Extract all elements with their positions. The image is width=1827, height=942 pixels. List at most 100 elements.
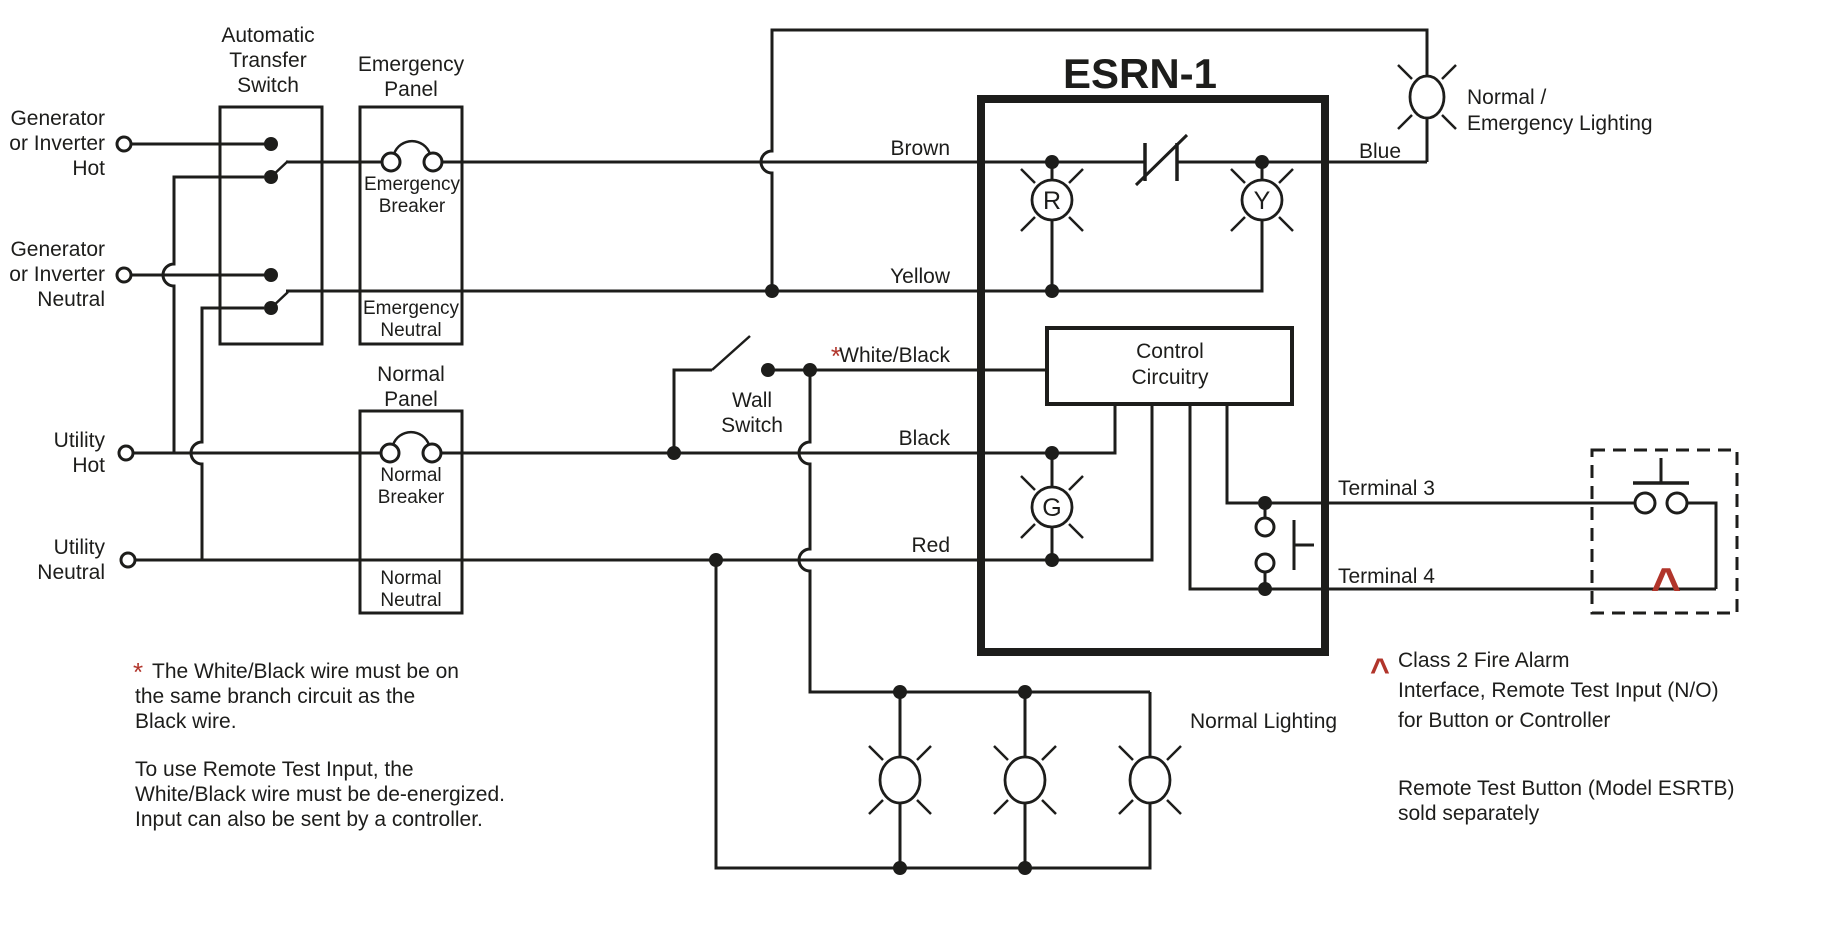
ats-hot-blade-icon [270, 160, 289, 178]
control-circuitry-box [1045, 326, 1294, 406]
generator-neutral-terminal-icon [115, 266, 133, 284]
esrn-box [977, 95, 1329, 656]
footnote-line: To use Remote Test Input, the [135, 758, 414, 781]
normal-panel-title: Panel [384, 388, 438, 411]
footnote-star: * [133, 657, 143, 687]
utility-neutral-red-wire [135, 404, 1154, 562]
utility-hot-label: Utility [54, 429, 106, 452]
terminal4-wire: Terminal 4 [1265, 565, 1716, 591]
white-black-wire: * White/Black Black Red [768, 341, 1150, 694]
emergency-panel-box [358, 105, 464, 346]
footnotes: * The White/Black wire must be on the sa… [133, 657, 505, 831]
normal-emergency-lighting-label: Emergency Lighting [1467, 112, 1653, 135]
remote-test-note: Remote Test Button (Model ESRTB) sold se… [1398, 777, 1735, 825]
brown-wire: Brown [442, 137, 1427, 164]
normal-neutral-label: Neutral [380, 590, 441, 611]
footnote-line: the same branch circuit as the [135, 685, 415, 708]
green-lamp-icon: G [1020, 446, 1084, 567]
emergency-panel: Emergency Panel Emergency Breaker Emerge… [286, 53, 465, 346]
automatic-transfer-switch: Automatic Transfer Switch [218, 24, 324, 346]
utility-hot-terminal-icon [117, 444, 135, 462]
normal-breaker-label: Breaker [378, 487, 445, 508]
brown-wire-label: Brown [890, 137, 950, 160]
top-lighting-wire [759, 28, 1429, 298]
generator-hot-label: Generator [10, 107, 105, 130]
red-lamp-icon: R [1020, 155, 1084, 298]
wall-switch-label: Wall [732, 389, 772, 412]
terminal3-wire: Terminal 3 [1265, 477, 1635, 505]
generator-neutral-label: Generator [10, 238, 105, 261]
white-black-star: * [831, 341, 841, 371]
generator-hot-label: or Inverter [9, 132, 105, 155]
remote-test-note-line: Remote Test Button (Model ESRTB) [1398, 777, 1735, 800]
bank-lamp-icon [1118, 745, 1182, 815]
source-terminals: Generator or Inverter Hot Generator or I… [9, 107, 137, 584]
yellow-wire-label: Yellow [890, 265, 951, 288]
wall-switch: Wall Switch [667, 335, 783, 460]
utility-neutral-label: Neutral [37, 561, 105, 584]
control-circuitry-label: Circuitry [1132, 366, 1209, 389]
fire-alarm-note-line: Interface, Remote Test Input (N/O) [1398, 679, 1719, 702]
pushbutton-contact-icon [1665, 491, 1689, 515]
white-black-wire-label: White/Black [839, 344, 950, 367]
button-link-wire [1687, 501, 1718, 589]
utility-neutral-terminal-icon [119, 551, 137, 569]
emergency-breaker-arch-icon [392, 139, 432, 155]
pushbutton-contact-icon [1633, 491, 1657, 515]
green-lamp-letter: G [1042, 494, 1061, 522]
ats-box [218, 105, 324, 346]
yellow-lamp-letter: Y [1254, 187, 1271, 215]
generator-hot-label: Hot [72, 157, 105, 180]
utility-hot-label: Hot [72, 454, 105, 477]
bank-lamp-icon [993, 745, 1057, 815]
red-wire-label: Red [911, 534, 950, 557]
emergency-panel-title: Panel [384, 78, 438, 101]
terminal4-label: Terminal 4 [1338, 565, 1435, 588]
bank-lamp-icon [868, 745, 932, 815]
emergency-panel-title: Emergency [358, 53, 465, 76]
ats-neutral-blade-icon [270, 291, 289, 309]
remote-test-note-line: sold separately [1398, 802, 1540, 825]
normal-panel: Normal Panel Normal Breaker Normal Neutr… [358, 363, 464, 615]
normal-lighting-label: Normal Lighting [1190, 710, 1337, 733]
control-circuitry: Control Circuitry [1045, 326, 1294, 591]
ats-title: Transfer [229, 49, 306, 72]
normal-emergency-lamp-icon: Normal / Emergency Lighting [1397, 64, 1653, 135]
wall-switch-blade-icon [711, 335, 751, 371]
fire-alarm-note-line: Class 2 Fire Alarm [1398, 649, 1570, 672]
control-circuitry-label: Control [1136, 340, 1204, 363]
esrn-unit: ESRN-1 R Y [977, 50, 1716, 656]
normal-lighting-bank: Normal Lighting [709, 553, 1337, 875]
fire-alarm-note: ^ Class 2 Fire Alarm Interface, Remote T… [1370, 649, 1719, 732]
fire-alarm-note-line: for Button or Controller [1398, 709, 1610, 732]
terminal4-lead [1188, 404, 1258, 591]
fire-alarm-caret: ^ [1651, 558, 1681, 616]
terminal3-label: Terminal 3 [1338, 477, 1435, 500]
emergency-breaker-icon [380, 151, 402, 173]
footnote-line: The White/Black wire must be on [152, 660, 459, 683]
yellow-wire: Yellow [286, 220, 1264, 293]
normal-breaker-icon [421, 442, 443, 464]
footnote-line: White/Black wire must be de-energized. [135, 783, 505, 806]
wall-switch-label: Switch [721, 414, 783, 437]
remote-test-button: ^ [1590, 448, 1739, 616]
normal-neutral-label: Normal [380, 568, 441, 589]
generator-neutral-label: or Inverter [9, 263, 105, 286]
esrn-title: ESRN-1 [1063, 50, 1217, 97]
emergency-neutral-label: Neutral [380, 320, 441, 341]
utility-hot-riser [161, 175, 264, 453]
footnote-line: Input can also be sent by a controller. [135, 808, 483, 831]
terminal3-lead [1225, 404, 1258, 505]
utility-neutral-label: Utility [54, 536, 106, 559]
utility-neutral-riser [189, 306, 264, 560]
test-contact-icon [1254, 496, 1314, 596]
ats-title: Switch [237, 74, 299, 97]
utility-hot-black-wire [133, 404, 1117, 455]
normal-breaker-icon [379, 442, 401, 464]
black-wire-label: Black [899, 427, 951, 450]
fire-alarm-note-caret: ^ [1370, 652, 1390, 690]
red-lamp-letter: R [1043, 187, 1061, 215]
blue-wire: Blue [1359, 140, 1401, 163]
